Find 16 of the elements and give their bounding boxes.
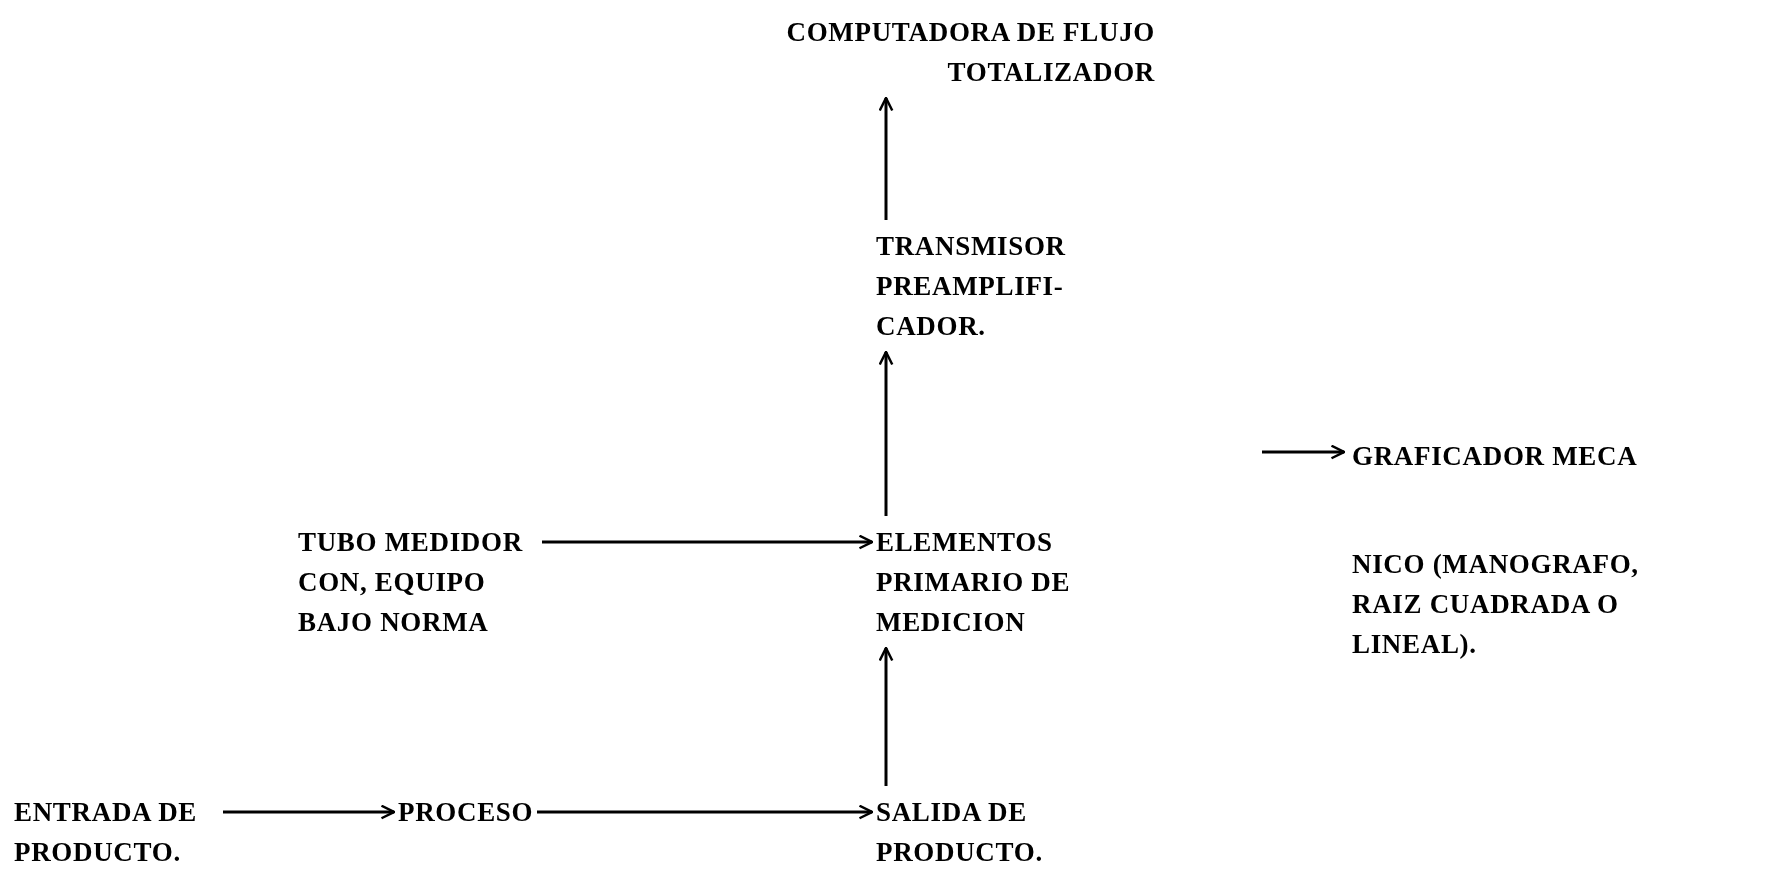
arrow <box>223 804 396 820</box>
node-label: TRANSMISOR PREAMPLIFI- CADOR. <box>876 230 1067 343</box>
arrow <box>537 804 874 820</box>
node-label: ENTRADA DE PRODUCTO. <box>14 796 199 869</box>
arrow <box>1262 444 1346 460</box>
node-label: PROCESO <box>398 796 534 829</box>
node-label: TUBO MEDIDOR CON, EQUIPO BAJO NORMA <box>298 526 524 639</box>
node-label: ELEMENTOS PRIMARIO DE MEDICION <box>876 526 1072 639</box>
arrow <box>542 534 874 550</box>
node-label: NICO (MANOGRAFO, RAIZ CUADRADA O LINEAL). <box>1352 548 1640 661</box>
node-label: GRAFICADOR MECA <box>1352 440 1639 473</box>
arrow <box>878 96 894 220</box>
node-label: SALIDA DE PRODUCTO. <box>876 796 1044 869</box>
arrow <box>878 646 894 786</box>
node-label: COMPUTADORA DE FLUJO TOTALIZADOR <box>785 16 1155 89</box>
arrow <box>878 350 894 516</box>
